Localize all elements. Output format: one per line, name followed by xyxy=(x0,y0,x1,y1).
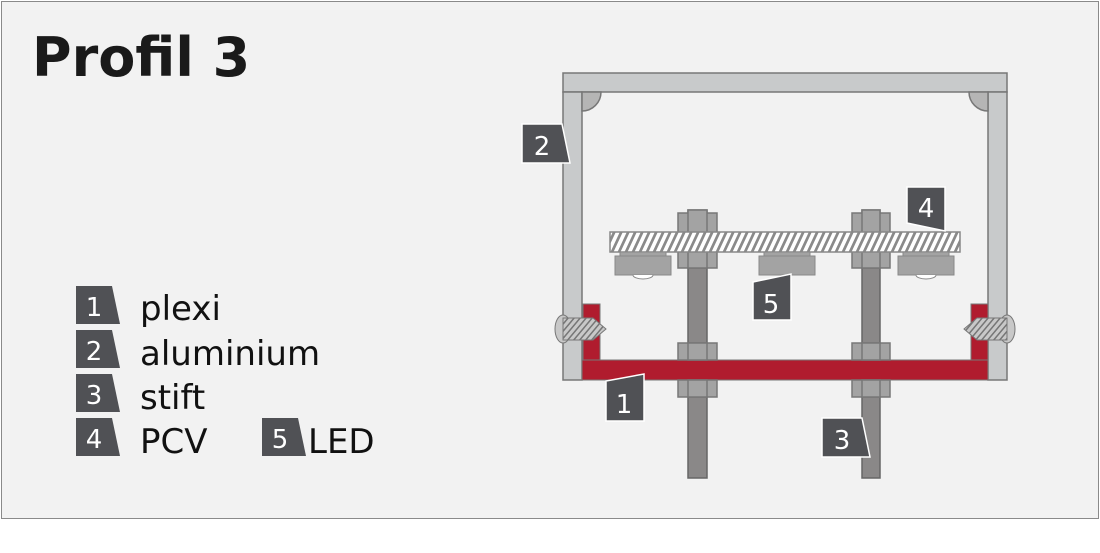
legend-label: plexi xyxy=(140,289,221,329)
leds xyxy=(614,251,955,280)
legend-label: aluminium xyxy=(140,334,320,374)
callout-number: 1 xyxy=(616,390,633,420)
led-left xyxy=(614,255,672,276)
legend-number: 1 xyxy=(86,293,103,323)
legend-badge xyxy=(76,374,120,412)
callout-badge xyxy=(752,273,792,321)
callout-badge xyxy=(906,186,946,232)
callout-3: 3 xyxy=(821,417,871,458)
legend-label: PCV xyxy=(140,422,208,462)
legend-number: 5 xyxy=(272,425,289,455)
legend-label: stift xyxy=(140,378,205,418)
nut-core xyxy=(861,342,881,361)
legend-number: 2 xyxy=(86,337,103,367)
legend-badge xyxy=(76,418,120,456)
nut-core xyxy=(861,379,881,398)
screw-shaft xyxy=(963,317,1008,341)
led-middle xyxy=(758,255,816,276)
callout-number: 5 xyxy=(763,290,780,320)
legend: 1 plexi 2 aluminium 3 stift 4 PCV 5 LED xyxy=(76,286,375,462)
corner-bracket-left xyxy=(581,91,602,112)
callout-number: 3 xyxy=(834,426,851,456)
nut-core xyxy=(687,342,708,361)
callout-badge xyxy=(821,417,871,458)
legend-item-led: 5 LED xyxy=(262,418,375,462)
callout-number: 4 xyxy=(918,194,935,224)
callout-1: 1 xyxy=(605,373,645,422)
callout-4: 4 xyxy=(906,186,946,232)
legend-item-aluminium: 2 aluminium xyxy=(76,330,320,374)
plexi-base xyxy=(581,359,989,381)
pcv-strip xyxy=(609,231,961,253)
legend-number: 4 xyxy=(86,425,103,455)
led-left-lens xyxy=(632,274,654,280)
callout-badge xyxy=(605,373,645,422)
screw-shaft xyxy=(562,317,607,341)
callout-number: 2 xyxy=(534,132,551,162)
callout-badge xyxy=(521,123,571,164)
screw-right xyxy=(963,314,1016,344)
aluminium-frame xyxy=(562,72,1008,381)
screw-left xyxy=(554,314,607,344)
frame-top-bar xyxy=(562,72,1008,93)
legend-badge xyxy=(76,286,120,324)
legend-badge xyxy=(262,418,306,456)
frame-right-post xyxy=(987,91,1008,381)
frame-left-post xyxy=(562,91,583,381)
legend-label: LED xyxy=(308,422,375,462)
legend-item-pcv: 4 PCV xyxy=(76,418,208,462)
callout-2: 2 xyxy=(521,123,571,164)
page-title: Profil 3 xyxy=(32,26,251,89)
legend-item-stift: 3 stift xyxy=(76,374,205,418)
led-right-lens xyxy=(915,274,937,280)
led-right xyxy=(897,255,955,276)
callout-5: 5 xyxy=(752,273,792,321)
legend-badge xyxy=(76,330,120,368)
nut-core xyxy=(687,379,708,398)
legend-number: 3 xyxy=(86,381,103,411)
corner-bracket-right xyxy=(968,91,989,112)
legend-item-plexi: 1 plexi xyxy=(76,286,221,329)
